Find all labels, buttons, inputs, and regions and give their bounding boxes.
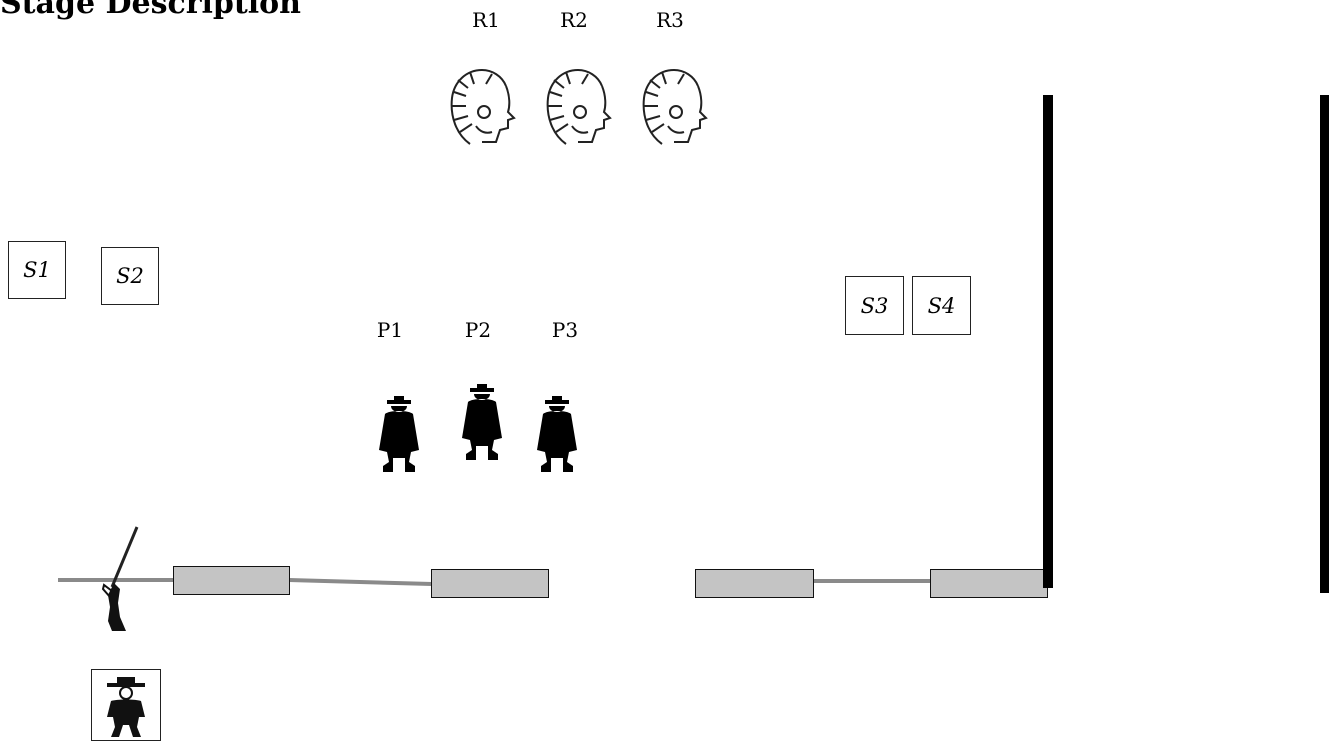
rifle-target-label-r2: R2 xyxy=(560,8,588,32)
shooting-table-2 xyxy=(431,569,549,598)
shooting-table-3 xyxy=(695,569,814,598)
shotgun-target-s3: S3 xyxy=(845,276,904,335)
pistol-target-label-p1: P1 xyxy=(376,318,404,342)
rifle-target-label-r1: R1 xyxy=(472,8,500,32)
fence-wall-1 xyxy=(1043,95,1053,588)
pistol-target-label-p2: P2 xyxy=(464,318,492,342)
shotgun-target-s4: S4 xyxy=(912,276,971,335)
start-position-box xyxy=(91,669,161,741)
fence-wall-2 xyxy=(1320,95,1329,593)
rifle-target-label-r3: R3 xyxy=(656,8,684,32)
rifle-icon xyxy=(101,526,139,631)
stage-title: Stage Description xyxy=(0,0,301,21)
indian-chief-head-icon xyxy=(546,69,612,145)
shotgun-target-s2: S2 xyxy=(101,247,159,305)
indian-chief-head-icon xyxy=(450,69,516,145)
shooting-table-1 xyxy=(173,566,290,595)
indian-chief-head-icon xyxy=(642,69,708,145)
cowboy-silhouette-icon xyxy=(537,396,577,472)
shooting-table-4 xyxy=(930,569,1048,598)
pistol-target-label-p3: P3 xyxy=(551,318,579,342)
cowboy-silhouette-icon xyxy=(462,384,502,460)
shotgun-target-s1: S1 xyxy=(8,241,66,299)
cowboy-silhouette-icon xyxy=(379,396,419,472)
cowboy-start-icon xyxy=(107,677,145,737)
